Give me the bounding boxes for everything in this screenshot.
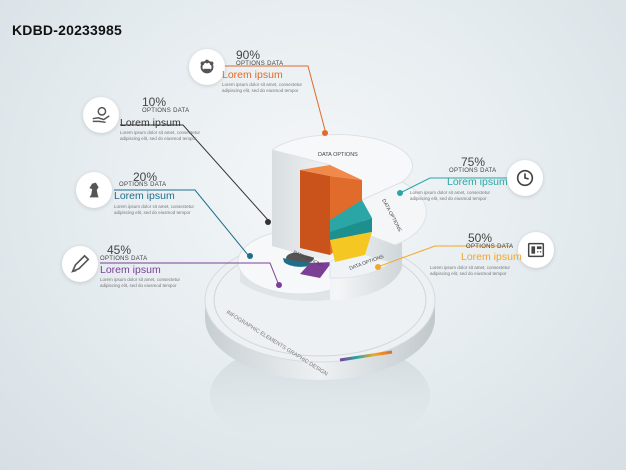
chess-knight-icon <box>76 172 112 208</box>
connector-10 <box>120 124 269 221</box>
hand-money-icon <box>83 97 119 133</box>
title-20: Lorem ipsum <box>114 190 175 202</box>
yellow-slice <box>330 232 372 262</box>
dot-75 <box>397 190 403 196</box>
connector-90 <box>222 65 326 131</box>
options-75: OPTIONS DATA <box>449 168 497 174</box>
title-75: Lorem ipsum <box>447 176 508 188</box>
title-90: Lorem ipsum <box>222 69 283 81</box>
percent-90: 90% <box>236 48 261 62</box>
percent-10: 10% <box>142 95 167 109</box>
options-45: OPTIONS DATA <box>100 256 148 262</box>
teal-slice <box>330 200 372 232</box>
watermark-id: KDBD-20233985 <box>12 22 122 38</box>
dot-20 <box>247 253 253 259</box>
options-50: OPTIONS DATA <box>466 244 514 250</box>
top-data-label: DATA OPTIONS <box>318 152 358 158</box>
percent-20: 20% <box>133 170 158 184</box>
options-20: OPTIONS DATA <box>119 182 167 188</box>
lower-purple-wedge <box>300 262 332 278</box>
title-50: Lorem ipsum <box>461 251 522 263</box>
orange-slice-side <box>300 170 330 255</box>
percent-45: 45% <box>107 243 132 257</box>
title-45: Lorem ipsum <box>100 264 161 276</box>
clock-icon <box>507 160 543 196</box>
dot-45 <box>276 282 282 288</box>
dot-90 <box>322 130 328 136</box>
base-color-strip <box>339 350 393 362</box>
options-90: OPTIONS DATA <box>236 61 284 67</box>
connector-20 <box>114 189 249 256</box>
connector-75 <box>401 177 510 193</box>
team-gear-icon <box>189 49 225 85</box>
dot-50 <box>375 264 381 270</box>
lower-blue-wedge <box>283 258 316 267</box>
main-cylinder-top <box>270 134 413 201</box>
phone-icon <box>518 232 554 268</box>
percent-50: 50% <box>468 231 493 245</box>
connector-45 <box>100 262 279 284</box>
teal-slice-2 <box>330 218 372 240</box>
title-10: Lorem ipsum <box>120 117 181 129</box>
options-10: OPTIONS DATA <box>142 108 190 114</box>
percent-75: 75% <box>461 155 486 169</box>
orange-slice-top <box>300 165 362 180</box>
pen-icon <box>62 246 98 282</box>
dot-10 <box>265 219 271 225</box>
connector-50 <box>379 245 512 267</box>
